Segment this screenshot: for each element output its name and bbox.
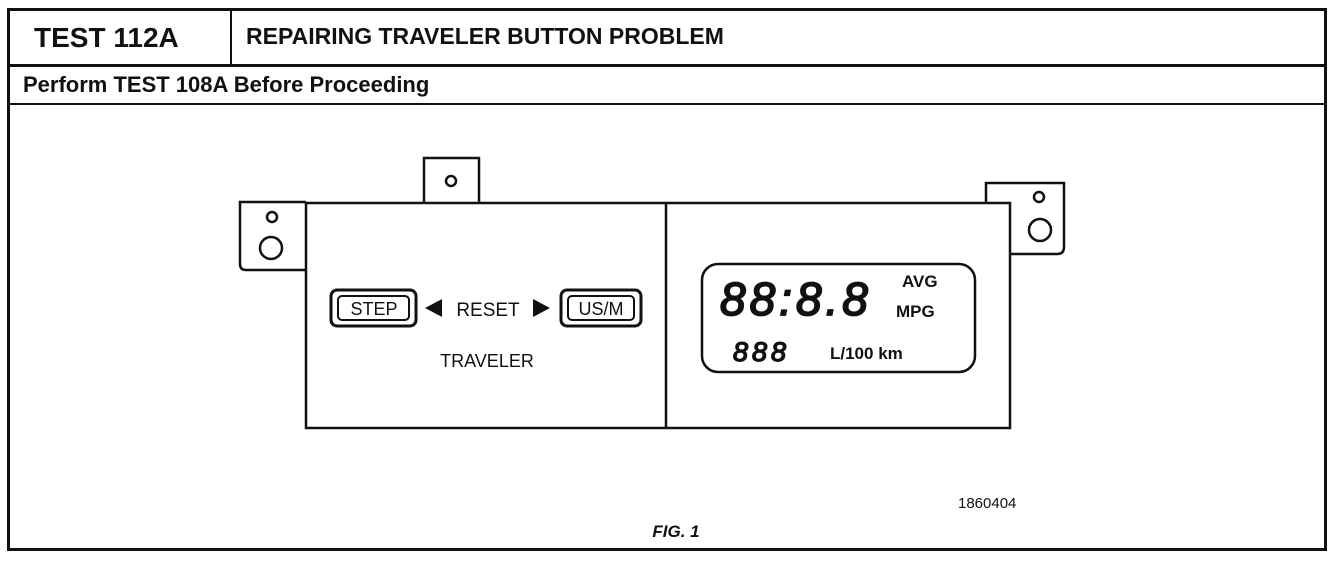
lcd-main-digits: 88:8.8 bbox=[720, 273, 872, 325]
step-button[interactable]: STEP bbox=[329, 288, 418, 328]
left-bracket bbox=[238, 200, 306, 272]
step-label: STEP bbox=[350, 299, 397, 319]
mpg-label: MPG bbox=[896, 302, 935, 321]
left-arrow-icon bbox=[425, 299, 442, 317]
test-title: REPAIRING TRAVELER BUTTON PROBLEM bbox=[246, 23, 724, 49]
diagram-frame: TEST 112A REPAIRING TRAVELER BUTTON PROB… bbox=[7, 8, 1327, 551]
right-arrow-icon bbox=[533, 299, 550, 317]
figure-caption: FIG. 1 bbox=[652, 522, 699, 541]
header-row: TEST 112A REPAIRING TRAVELER BUTTON PROB… bbox=[10, 11, 1324, 67]
test-id: TEST 112A bbox=[10, 11, 232, 64]
unit-label: L/100 km bbox=[830, 344, 903, 363]
subtitle: Perform TEST 108A Before Proceeding bbox=[10, 67, 1324, 105]
lcd-small-digits: 888 bbox=[733, 337, 790, 367]
usm-label: US/M bbox=[579, 299, 624, 319]
usm-button[interactable]: US/M bbox=[559, 288, 643, 328]
avg-label: AVG bbox=[902, 272, 938, 291]
top-tab bbox=[422, 156, 481, 203]
lcd-display bbox=[700, 262, 977, 374]
reset-label: RESET bbox=[456, 300, 520, 321]
traveler-label: TRAVELER bbox=[440, 351, 534, 371]
figure-ref-number: 1860404 bbox=[958, 495, 1016, 512]
